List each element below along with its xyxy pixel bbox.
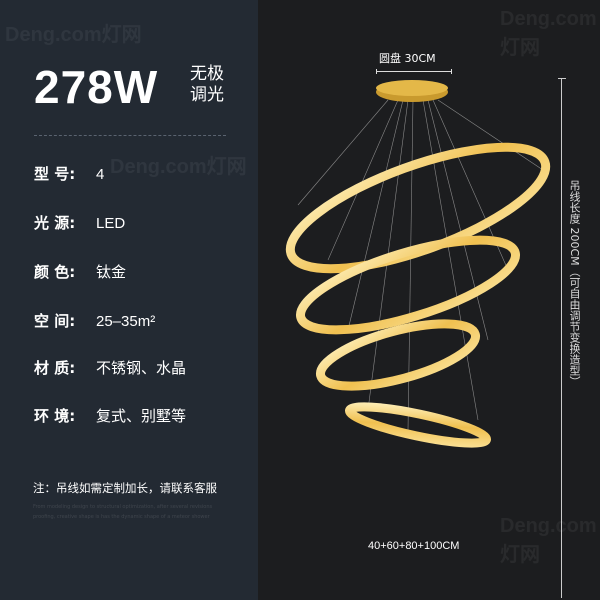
ring-sizes-label: 40+60+80+100CM <box>368 540 460 552</box>
spec-model: 型 号: 4 <box>34 163 104 184</box>
spec-value: 4 <box>96 166 105 183</box>
cable-dimension-line <box>558 78 566 598</box>
custom-length-note: 注：吊线如需定制加长，请联系客服 <box>33 481 217 495</box>
light-rings <box>285 142 551 448</box>
spec-space: 空 间: 25–35m² <box>34 310 155 331</box>
spec-value: 不锈钢、水晶 <box>96 360 187 377</box>
spec-key: 型 号: <box>34 165 76 183</box>
spec-value: 复式、别墅等 <box>96 408 187 425</box>
watermark: Deng.com灯网 <box>500 515 597 566</box>
watermark: Deng.com灯网 <box>110 156 247 178</box>
spec-value: 钛金 <box>96 264 127 281</box>
chandelier-image <box>285 80 551 448</box>
spec-key: 环 境: <box>34 407 76 425</box>
dimming-label: 无极 调光 <box>190 64 224 106</box>
ring-40cm <box>344 402 492 448</box>
english-description: From modeling design to structural optim… <box>33 504 213 520</box>
ring-60cm <box>315 319 481 391</box>
disc-size-label: 圆盘 30CM <box>379 52 436 65</box>
spec-value: LED <box>96 215 126 232</box>
cable-length-label: 吊线长度 200CM（可自由调节变换造型） <box>568 180 581 387</box>
power-value: 278W <box>34 61 159 113</box>
spec-value: 25–35m² <box>96 313 156 330</box>
divider <box>34 135 226 136</box>
spec-key: 空 间: <box>34 312 76 330</box>
spec-key: 颜 色: <box>34 263 76 281</box>
spec-light-source: 光 源: LED <box>34 212 125 233</box>
ring-100cm <box>285 142 551 274</box>
ring-80cm <box>295 235 521 335</box>
spec-key: 光 源: <box>34 214 76 232</box>
spec-panel <box>0 0 258 600</box>
disc-dimension-line <box>376 69 452 74</box>
dimming-line1: 无极 <box>190 64 224 84</box>
spec-key: 材 质: <box>34 359 76 377</box>
spec-color: 颜 色: 钛金 <box>34 261 126 282</box>
dimming-line2: 调光 <box>190 85 224 105</box>
spec-environment: 环 境: 复式、别墅等 <box>34 405 186 426</box>
watermark: Deng.com灯网 <box>500 8 597 59</box>
spec-material: 材 质: 不锈钢、水晶 <box>34 357 186 378</box>
watermark: Deng.com灯网 <box>5 24 142 46</box>
